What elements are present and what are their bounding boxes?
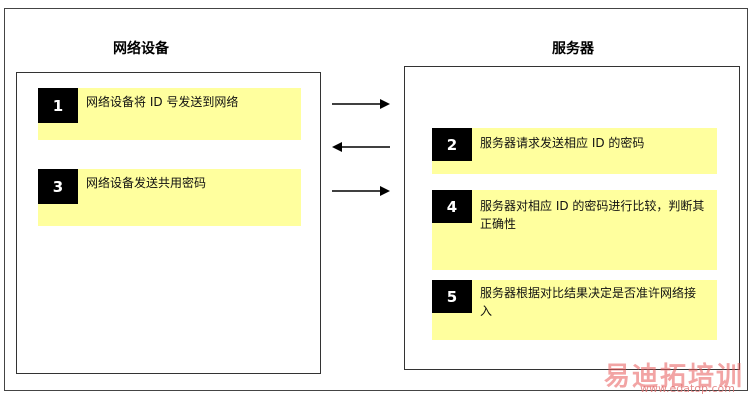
arrow-right-step-1 xyxy=(332,99,390,109)
step-3-box: 3 网络设备发送共用密码 xyxy=(38,169,301,226)
server-title: 服务器 xyxy=(552,41,594,57)
step-1-number: 1 xyxy=(38,88,78,123)
step-4-number: 4 xyxy=(432,190,472,223)
watermark-brand: 易迪拓培训 xyxy=(604,362,745,392)
step-2-box: 2 服务器请求发送相应 ID 的密码 xyxy=(432,128,717,174)
step-1-text: 网络设备将 ID 号发送到网络 xyxy=(86,95,239,109)
step-4-text: 服务器对相应 ID 的密码进行比较，判断其正确性 xyxy=(480,199,705,231)
step-2-number: 2 xyxy=(432,128,472,161)
network-device-title: 网络设备 xyxy=(113,41,169,57)
step-3-text: 网络设备发送共用密码 xyxy=(86,176,207,190)
step-2-text: 服务器请求发送相应 ID 的密码 xyxy=(480,136,645,150)
diagram-frame xyxy=(4,8,748,391)
step-5-number: 5 xyxy=(432,280,472,313)
step-5-box: 5 服务器根据对比结果决定是否准许网络接入 xyxy=(432,280,717,340)
arrow-left-step-2 xyxy=(332,142,390,152)
watermark-url: www.edatop.com xyxy=(640,382,735,395)
arrow-right-step-3 xyxy=(332,186,390,196)
step-1-box: 1 网络设备将 ID 号发送到网络 xyxy=(38,88,301,140)
step-4-box: 4 服务器对相应 ID 的密码进行比较，判断其正确性 xyxy=(432,190,717,270)
step-3-number: 3 xyxy=(38,169,78,204)
step-5-text: 服务器根据对比结果决定是否准许网络接入 xyxy=(480,286,697,318)
